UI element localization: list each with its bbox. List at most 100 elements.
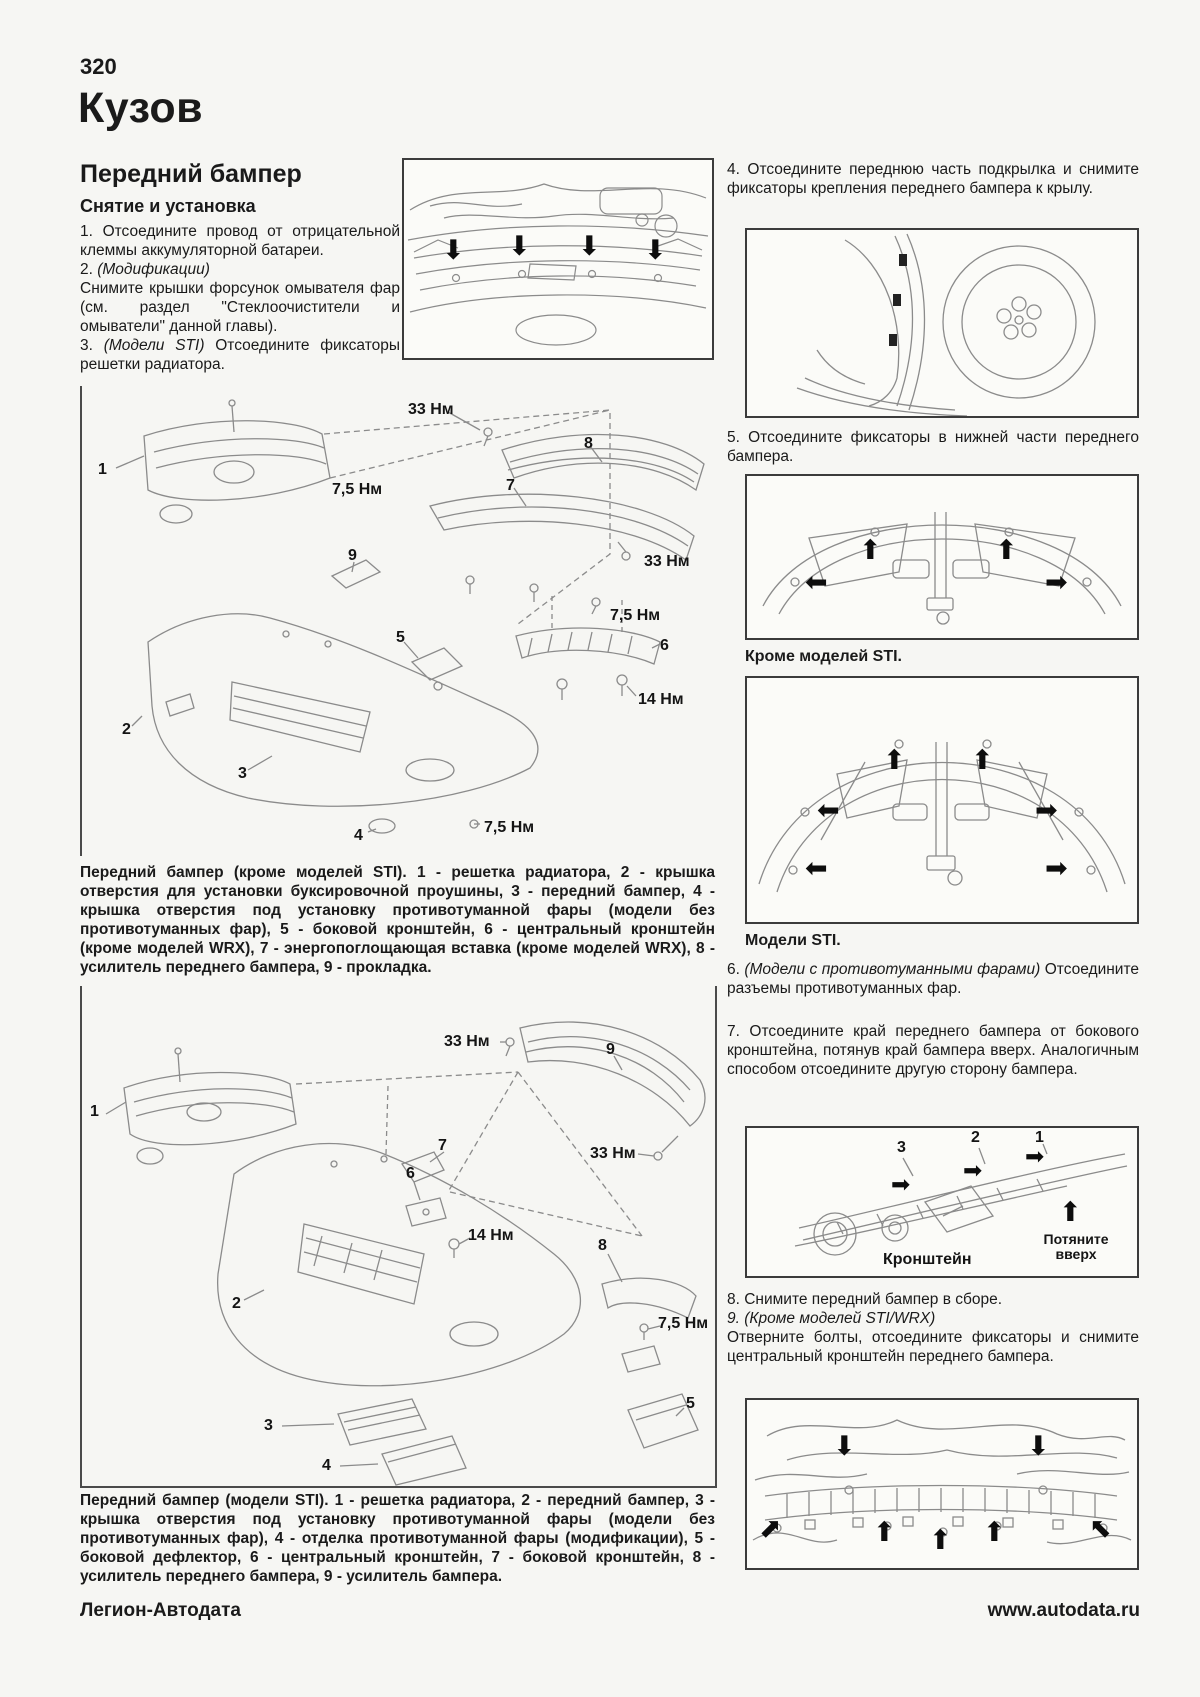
step-7: 7. Отсоедините край переднего бампера от… <box>727 1023 1139 1079</box>
torque-label: 7,5 Нм <box>610 607 661 624</box>
callout-number: 8 <box>584 435 593 452</box>
clip-arrow-icon: ⬇ <box>833 1431 856 1461</box>
pull-arrow-icon: ➡ <box>891 1171 911 1197</box>
figure-caption-except-sti: Передний бампер (кроме моделей STI). 1 -… <box>80 864 715 976</box>
clip-arrow-icon: ⬅ <box>805 853 828 883</box>
clip-arrow-icon: ⬇ <box>508 231 531 261</box>
figure-caption-sti: Передний бампер (модели STI). 1 - решетк… <box>80 1492 715 1585</box>
figure-underbody-except-sti: ⬆ ⬆ ⬅ ➡ <box>745 474 1139 640</box>
callout-number: 3 <box>897 1139 906 1156</box>
step-6: 6. (Модели с противотуманными фарами) От… <box>727 960 1139 998</box>
step-3-number: 3. <box>80 337 104 355</box>
torque-label: 7,5 Нм <box>332 481 383 498</box>
clip-arrow-icon: ⬅ <box>817 795 840 825</box>
torque-label: 7,5 Нм <box>484 819 535 836</box>
torque-label: 14 Нм <box>638 691 684 708</box>
clip-arrow-icon: ⬅ <box>805 567 828 597</box>
figure-center-bracket: ⬇ ⬇ ⬈ ⬆ ⬆ ⬆ ⬉ <box>745 1398 1139 1570</box>
callout-number: 4 <box>354 827 363 844</box>
step-9-condition-text: 9. (Кроме моделей STI/WRX) <box>727 1310 936 1327</box>
step-3-condition: (Модели STI) <box>103 337 205 355</box>
clip-arrow-icon: ⬇ <box>578 231 601 261</box>
callout-number: 7 <box>506 477 515 494</box>
clip-arrow-icon: ⬇ <box>442 235 465 265</box>
clip-arrow-icon: ⬉ <box>1089 1513 1112 1543</box>
bracket-label: Кронштейн <box>883 1251 972 1268</box>
exploded-except-sti-line-art <box>115 399 705 834</box>
clip-arrow-icon: ⬆ <box>883 745 906 775</box>
callout-number: 6 <box>406 1165 415 1182</box>
callout-number: 4 <box>322 1457 331 1474</box>
callout-number: 5 <box>396 629 405 646</box>
step-3-text: Отсоедините фиксаторы решетки радиатора. <box>80 337 401 374</box>
callout-number: 5 <box>686 1395 695 1412</box>
torque-label: 33 Нм <box>590 1145 636 1162</box>
torque-label: 33 Нм <box>408 401 454 418</box>
page-number: 320 <box>80 54 117 79</box>
step-2-body: Снимите крышки форсунок омывателя фар (с… <box>80 280 400 336</box>
step-8: 8. Снимите передний бампер в сборе. <box>727 1291 1003 1308</box>
figure-underbody-sti: ⬆ ⬆ ⬅ ➡ ⬅ ➡ <box>745 676 1139 924</box>
chapter-title: Кузов <box>78 84 204 132</box>
clip-arrow-icon: ⬇ <box>644 235 667 265</box>
underbody-sti-line-art <box>758 739 1126 893</box>
caption-sti: Модели STI. <box>745 932 841 949</box>
figure-exploded-sti: 33 Нм 9 33 Нм 7 6 14 Нм 8 7,5 Нм 1 2 3 4 5 <box>80 986 717 1488</box>
callout-number: 9 <box>348 547 357 564</box>
clip-arrow-icon: ➡ <box>1045 853 1068 883</box>
callout-number: 2 <box>232 1295 241 1312</box>
grille-clips-line-art <box>407 183 709 346</box>
callout-number: 2 <box>971 1129 980 1146</box>
step-9-condition: 9. (Кроме моделей STI/WRX) <box>727 1309 1139 1328</box>
website-link: www.autodata.ru <box>987 1600 1140 1621</box>
pull-up-label: Потяните вверх <box>1043 1231 1109 1262</box>
clip-arrow-icon: ⬇ <box>1027 1431 1050 1461</box>
underbody-except-sti-line-art <box>762 512 1122 625</box>
clip-arrow-icon: ⬆ <box>859 535 882 565</box>
step-4: 4. Отсоедините переднюю часть подкрылка … <box>727 161 1139 198</box>
clip-arrow-icon: ➡ <box>1035 795 1058 825</box>
torque-label: 33 Нм <box>444 1033 490 1050</box>
callout-number: 1 <box>90 1103 99 1120</box>
step-2-number: 2. <box>80 261 98 279</box>
center-bracket-line-art <box>752 1419 1132 1545</box>
torque-label: 7,5 Нм <box>658 1315 709 1332</box>
publisher-name: Легион-Автодата <box>80 1600 241 1621</box>
step-2: 2. (Модификации) <box>80 260 400 279</box>
subsection-title: Снятие и установка <box>80 196 256 216</box>
callout-number: 7 <box>438 1137 447 1154</box>
intro-steps: 1. Отсоедините провод от отрицательной к… <box>80 222 400 375</box>
figure-fender-liner <box>745 228 1139 418</box>
clip-arrow-icon: ⬆ <box>971 745 994 775</box>
callout-number: 1 <box>1035 1129 1044 1146</box>
step-6-number: 6. <box>727 961 745 978</box>
step-6-condition: (Модели с противотуманными фарами) <box>744 961 1041 978</box>
callout-number: 1 <box>98 461 107 478</box>
torque-label: 14 Нм <box>468 1227 514 1244</box>
clip-arrow-icon: ➡ <box>1045 567 1068 597</box>
step-9-body: Отверните болты, отсоедините фиксаторы и… <box>727 1329 1139 1366</box>
clip-arrow-icon: ⬆ <box>929 1525 952 1555</box>
exploded-sti-line-art <box>105 1021 706 1486</box>
clip-arrow-icon: ⬆ <box>995 535 1018 565</box>
callout-number: 3 <box>264 1417 273 1434</box>
callout-number: 6 <box>660 637 669 654</box>
step-6-text: Отсоедините разъемы противотуманных фар. <box>727 961 1139 998</box>
side-bracket-line-art <box>794 1143 1128 1256</box>
step-3: 3. (Модели STI) Отсоедините фиксаторы ре… <box>80 336 400 374</box>
callout-number: 2 <box>122 721 131 738</box>
figure-grille-clips: ⬇ ⬇ ⬇ ⬇ <box>402 158 714 360</box>
clip-arrow-icon: ⬆ <box>983 1517 1006 1547</box>
clip-arrow-icon: ⬈ <box>759 1513 782 1543</box>
pull-arrow-icon: ➡ <box>963 1157 983 1183</box>
callout-number: 9 <box>606 1041 615 1058</box>
clip-arrow-icon: ⬆ <box>873 1517 896 1547</box>
callout-number: 8 <box>598 1237 607 1254</box>
callout-number: 3 <box>238 765 247 782</box>
section-title: Передний бампер <box>80 160 302 188</box>
pull-up-arrow-icon: ⬆ <box>1059 1197 1082 1227</box>
caption-except-sti: Кроме моделей STI. <box>745 648 902 665</box>
